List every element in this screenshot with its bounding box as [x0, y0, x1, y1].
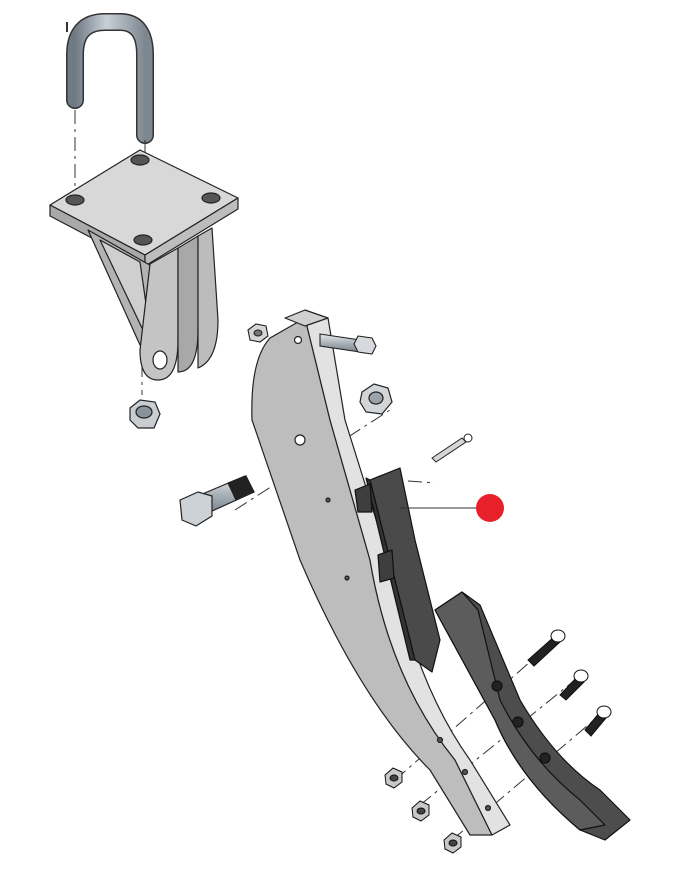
wear-plate-highlighted — [354, 467, 441, 673]
screw-2 — [559, 669, 589, 701]
screw-3 — [584, 705, 612, 737]
bolt-top — [319, 333, 377, 355]
nut-right — [359, 383, 393, 415]
cotter-pin — [431, 433, 473, 463]
nut-top-left — [247, 323, 269, 343]
callout-marker — [476, 494, 504, 522]
shank-arm — [251, 309, 511, 836]
tine-point — [434, 591, 631, 841]
nut-bottom-2 — [411, 800, 430, 822]
nut-bottom-3 — [443, 832, 462, 854]
pivot-bolt — [179, 475, 255, 527]
lock-nut-bracket — [129, 399, 161, 429]
nut-bottom-1 — [384, 767, 403, 789]
screw-1 — [527, 629, 566, 667]
mounting-bracket — [49, 149, 239, 381]
u-bolt — [66, 13, 154, 144]
